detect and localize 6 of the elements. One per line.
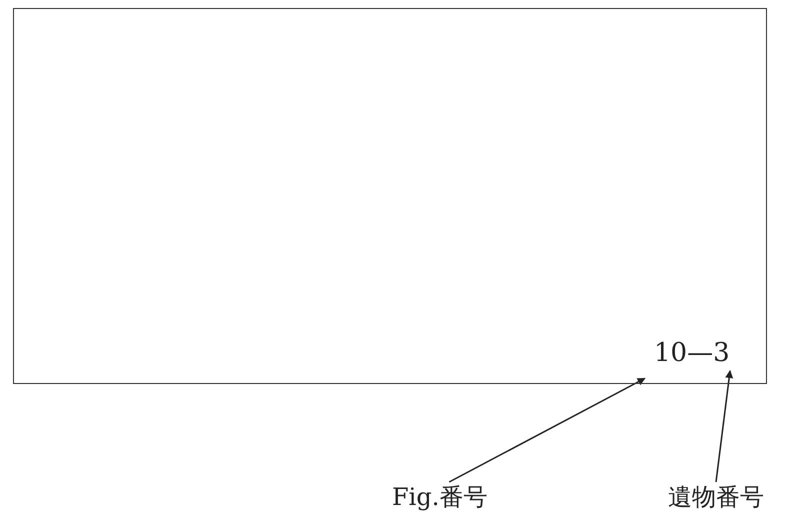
caption-text: 遺物番号: [668, 482, 764, 512]
number-label: 10—3: [654, 338, 730, 368]
caption-text: Fig.番号: [392, 482, 488, 512]
frame-box: [13, 8, 767, 384]
leader-arrow: [715, 370, 734, 482]
leader-arrow: [448, 378, 646, 483]
